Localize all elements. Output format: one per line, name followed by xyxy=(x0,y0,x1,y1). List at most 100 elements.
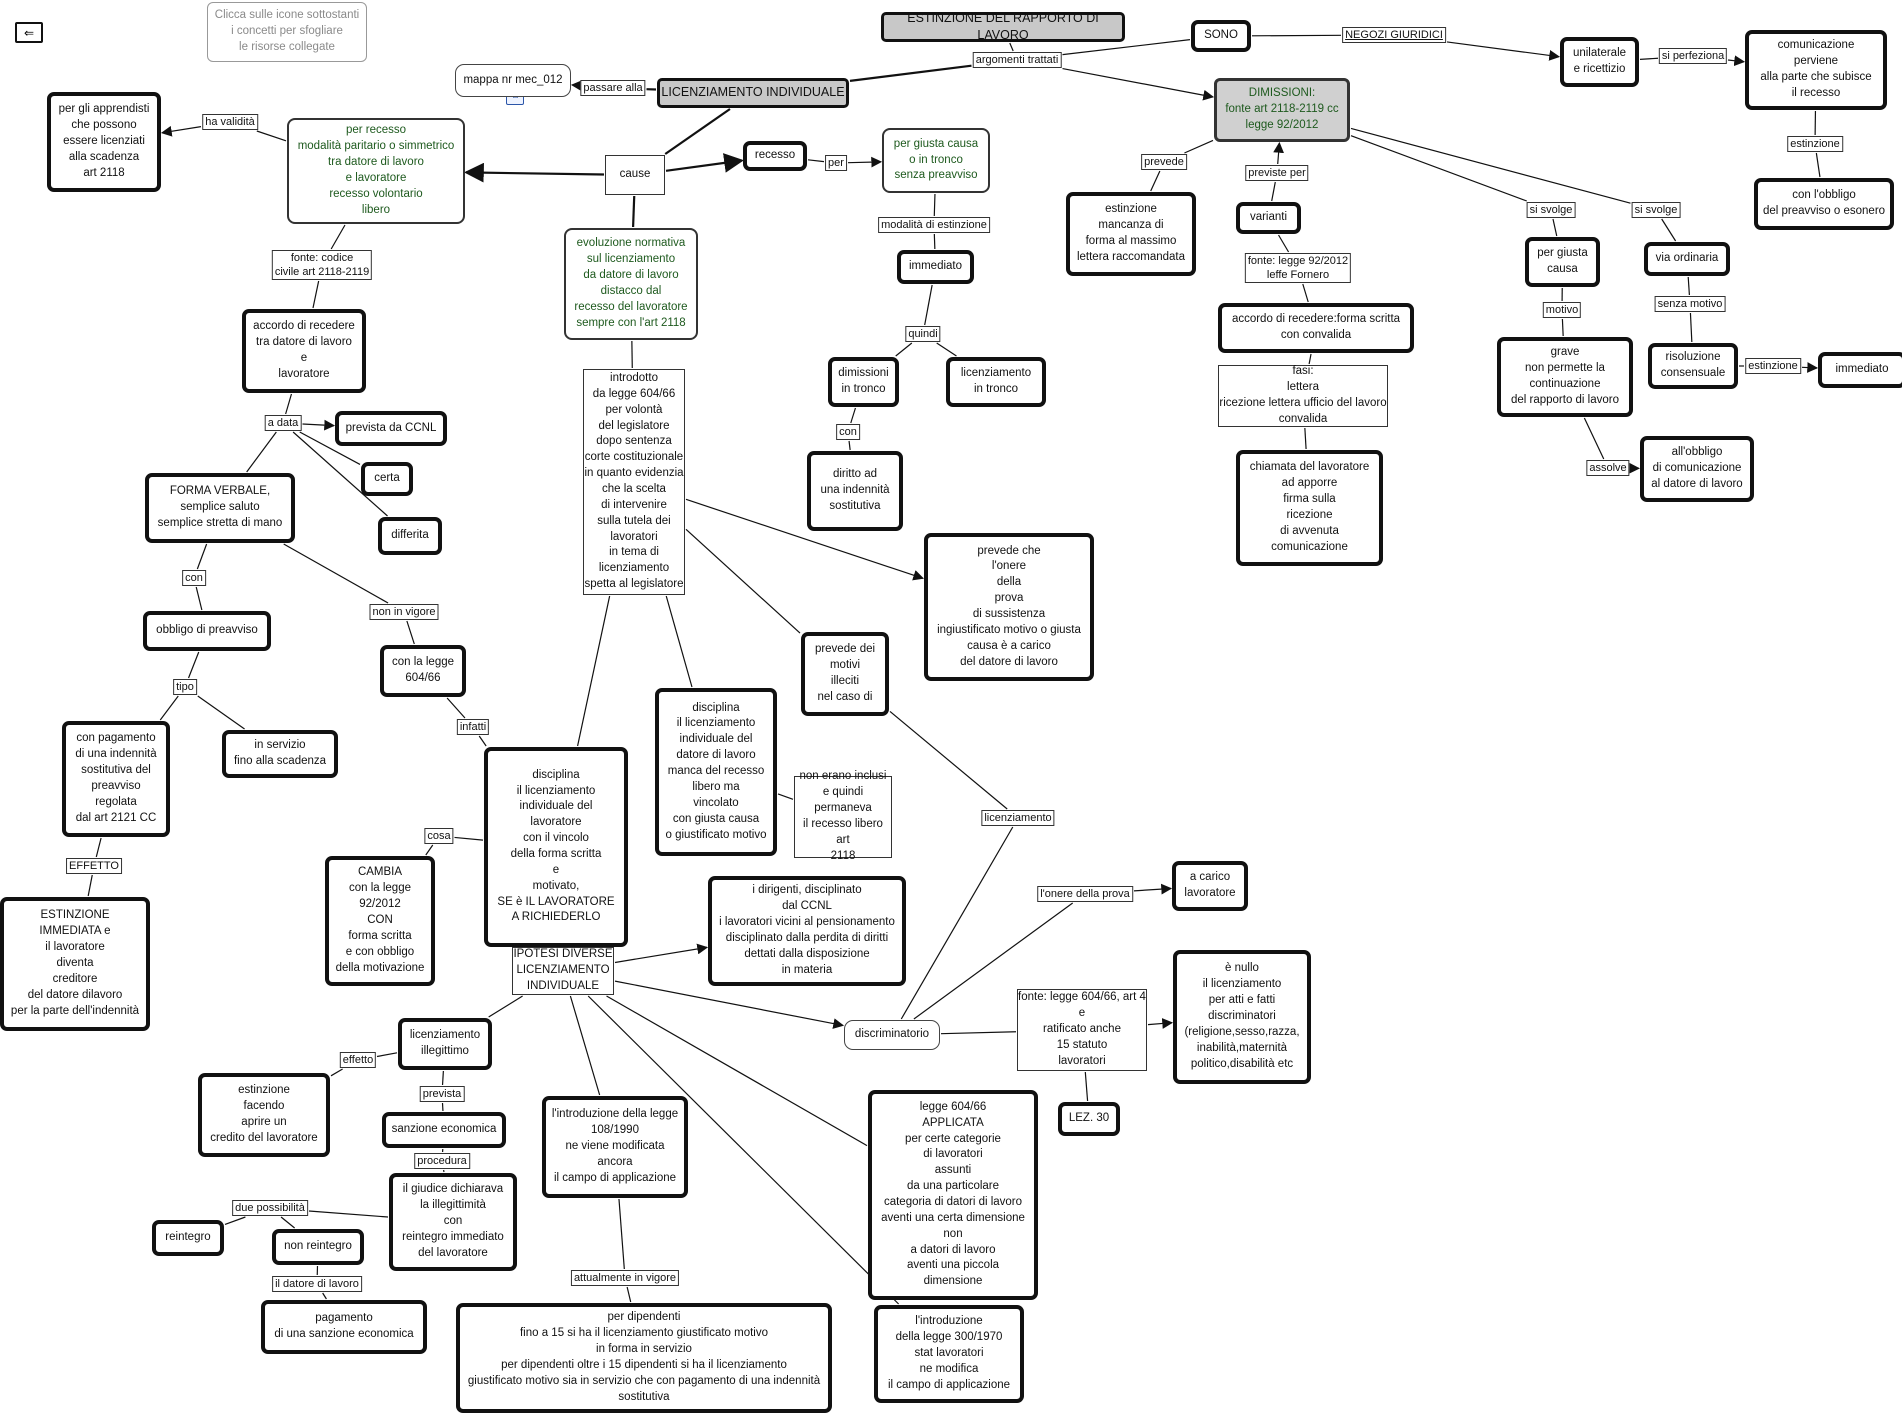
concept-pagamento-sanzione[interactable]: pagamento di una sanzione economica xyxy=(261,1300,427,1354)
concept-giudice[interactable]: il giudice dichiarava la illegittimità c… xyxy=(389,1173,517,1271)
link-conpagamento-to-l-effetto1 xyxy=(95,837,102,858)
concept-risoluzione[interactable]: risoluzione consensuale xyxy=(1648,343,1738,389)
concept-pergiustacausa[interactable]: per giusta causa xyxy=(1525,237,1600,287)
link-label-estinzione2: estinzione xyxy=(1745,358,1801,374)
link-prevedemotivi-to-l-licenziamento xyxy=(889,710,1008,810)
concept-prevedemotivi[interactable]: prevede dei motivi illeciti nel caso di xyxy=(801,632,889,716)
link-l-per-to-giustacausa xyxy=(847,156,883,168)
concept-evoluzione[interactable]: evoluzione normativa sul licenziamento d… xyxy=(564,228,698,340)
concept-fonte604[interactable]: fonte: legge 604/66, art 4 e ratificato … xyxy=(1017,989,1147,1071)
link-label-validita: ha validità xyxy=(202,114,258,130)
concept-accordo[interactable]: accordo di recedere tra datore di lavoro… xyxy=(242,309,366,393)
concept-legge604applicata[interactable]: legge 604/66 APPLICATA per certe categor… xyxy=(868,1090,1038,1300)
concept-legge108[interactable]: l'introduzione della legge 108/1990 ne v… xyxy=(542,1096,688,1198)
link-ipotesi-to-legge604applicata xyxy=(606,995,868,1147)
concept-dimissioni[interactable]: DIMISSIONI: fonte art 2118-2119 cc legge… xyxy=(1214,78,1350,142)
concept-discriminatorio[interactable]: discriminatorio xyxy=(844,1020,940,1050)
concept-prevista-ccnl[interactable]: prevista da CCNL xyxy=(335,411,447,446)
concept-title[interactable]: ESTINZIONE DEL RAPPORTO DI LAVORO xyxy=(881,11,1125,42)
link-label-infatti: infatti xyxy=(456,719,490,735)
link-l-sisvolge2-to-viaordinaria xyxy=(1661,218,1677,242)
link-l-passare-to-mappa xyxy=(570,80,583,92)
concept-disc-vincolo[interactable]: disciplina il licenziamento individuale … xyxy=(484,747,628,947)
link-l-arg-to-sono xyxy=(1062,39,1191,56)
concept-obbligo-preavviso[interactable]: obbligo di preavviso xyxy=(143,611,271,651)
concept-sanzione[interactable]: sanzione economica xyxy=(382,1112,506,1148)
concept-enullo[interactable]: è nullo il licenziamento per atti e fatt… xyxy=(1173,950,1311,1084)
concept-comunicazione[interactable]: comunicazione perviene alla parte che su… xyxy=(1745,30,1887,110)
concept-certa[interactable]: certa xyxy=(361,462,413,496)
link-label-assolve: assolve xyxy=(1586,460,1630,476)
link-l-infatti-to-disc-vincolo xyxy=(478,735,487,747)
concept-giustacausa[interactable]: per giusta causa o in tronco senza preav… xyxy=(882,128,990,193)
concept-perrecesso[interactable]: per recesso modalità paritario o simmetr… xyxy=(287,118,465,224)
concept-sono[interactable]: SONO xyxy=(1191,20,1251,52)
link-introdotto-to-disc-manca xyxy=(665,595,693,688)
concept-licenz[interactable]: LICENZIAMENTO INDIVIDUALE xyxy=(657,78,849,108)
concept-reintegro[interactable]: reintegro xyxy=(152,1220,224,1256)
link-l-sisvolge1-to-pergiustacausa xyxy=(1552,218,1558,237)
concept-immediato[interactable]: immediato xyxy=(897,250,974,284)
concept-prevedeonere[interactable]: prevede che l'onere della prova di sussi… xyxy=(924,533,1094,681)
concept-disc-manca[interactable]: disciplina il licenziamento individuale … xyxy=(655,688,777,856)
concept-viaordinaria[interactable]: via ordinaria xyxy=(1644,242,1730,276)
concept-immediato2[interactable]: immediato xyxy=(1818,352,1902,388)
link-label-effetto1: EFFETTO xyxy=(66,858,122,874)
concept-obbligo-preav[interactable]: con l'obbligo del preavviso o esonero xyxy=(1754,178,1894,230)
concept-accordo-convalida[interactable]: accordo di recedere:forma scritta con co… xyxy=(1218,303,1414,353)
concept-noneranoinclusi[interactable]: non erano inclusi e quindi permaneva il … xyxy=(794,770,892,862)
link-varianti-to-l-fonte92 xyxy=(1278,234,1290,253)
concept-apprendisti[interactable]: per gli apprendisti che possono essere l… xyxy=(47,92,161,192)
link-label-tipo: tipo xyxy=(173,679,197,695)
concept-inservizio[interactable]: in servizio fino alla scadenza xyxy=(222,730,338,778)
link-discriminatorio-to-fonte604 xyxy=(940,1031,1017,1035)
concept-lic-tronco[interactable]: licenziamento in tronco xyxy=(946,357,1046,407)
concept-dim-tronco[interactable]: dimissioni in tronco xyxy=(828,357,899,407)
concept-unilat[interactable]: unilaterale e ricettizio xyxy=(1560,37,1639,87)
link-fonte604-to-enullo xyxy=(1147,1018,1174,1029)
concept-ipotesi[interactable]: IPOTESI DIVERSE LICENZIAMENTO INDIVIDUAL… xyxy=(512,947,614,995)
concept-chiamata[interactable]: chiamata del lavoratore ad apporre firma… xyxy=(1236,450,1383,566)
concept-lez30[interactable]: LEZ. 30 xyxy=(1058,1102,1120,1136)
link-l-effetto1-to-estinzione-immediata xyxy=(87,874,93,897)
link-l-licenziamento-to-discriminatorio xyxy=(900,826,1014,1020)
link-label-licenziamento: licenziamento xyxy=(981,810,1055,826)
concept-cause[interactable]: cause xyxy=(605,155,665,195)
link-label-per: per xyxy=(825,155,847,171)
link-giudice-to-l-duepos xyxy=(308,1210,389,1218)
link-l-estinzione1-to-obbligo-preav xyxy=(1815,152,1821,178)
concept-varianti[interactable]: varianti xyxy=(1236,202,1301,234)
link-ipotesi-to-legge300 xyxy=(587,995,900,1305)
concept-perdipendenti[interactable]: per dipendenti fino a 15 si ha il licenz… xyxy=(456,1303,832,1413)
concept-conpagamento[interactable]: con pagamento di una indennità sostituti… xyxy=(62,721,170,837)
concept-recesso[interactable]: recesso xyxy=(743,141,807,171)
concept-cambia[interactable]: CAMBIA con la legge 92/2012 CON forma sc… xyxy=(325,856,435,986)
concept-estinzione-mancanza[interactable]: estinzione mancanza di forma al massimo … xyxy=(1066,192,1196,276)
link-l-adata-to-differita xyxy=(292,431,388,517)
concept-fasi[interactable]: fasi: lettera ricezione lettera ufficio … xyxy=(1218,365,1388,427)
link-l-arg-to-dimissioni xyxy=(1062,67,1215,101)
concept-introdotto[interactable]: introdotto da legge 604/66 per volontà d… xyxy=(583,369,685,595)
concept-legge300[interactable]: l'introduzione della legge 300/1970 stat… xyxy=(874,1305,1024,1403)
concept-acarico[interactable]: a carico lavoratore xyxy=(1172,861,1248,911)
concept-diritto[interactable]: diritto ad una indennità sostitutiva xyxy=(807,451,903,531)
link-l-adata-to-formaverbale xyxy=(246,431,277,473)
link-l-duepos-to-reintegro xyxy=(224,1216,246,1226)
concept-dirigenti[interactable]: i dirigenti, disciplinato dal CCNL i lav… xyxy=(708,876,906,986)
concept-formaverbale[interactable]: FORMA VERBALE, semplice saluto semplice … xyxy=(145,473,295,543)
back-arrow-icon[interactable]: ⇐ xyxy=(15,22,43,43)
concept-mappa[interactable]: mappa nr mec_012 xyxy=(455,64,571,97)
concept-differita[interactable]: differita xyxy=(378,517,442,555)
concept-hint[interactable]: Clicca sulle icone sottostanti i concett… xyxy=(207,2,367,62)
concept-estinzione-immediata[interactable]: ESTINZIONE IMMEDIATA e il lavoratore div… xyxy=(0,897,150,1031)
concept-conlegge604[interactable]: con la legge 604/66 xyxy=(380,645,466,697)
concept-allobbligo[interactable]: all'obbligo di comunicazione al datore d… xyxy=(1640,436,1754,502)
concept-estinzione-credito[interactable]: estinzione facendo aprire un credito del… xyxy=(198,1073,330,1157)
link-formaverbale-to-l-con1 xyxy=(196,543,208,570)
concept-lic-illegittimo[interactable]: licenziamento illegittimo xyxy=(398,1018,492,1070)
concept-grave[interactable]: grave non permette la continuazione del … xyxy=(1497,337,1633,417)
link-l-estinzione2-to-immediato2 xyxy=(1801,362,1819,373)
concept-nonreintegro[interactable]: non reintegro xyxy=(272,1229,364,1265)
link-lic-illegittimo-to-l-prevista xyxy=(441,1070,444,1086)
link-label-sisvolge1: si svolge xyxy=(1526,202,1576,218)
